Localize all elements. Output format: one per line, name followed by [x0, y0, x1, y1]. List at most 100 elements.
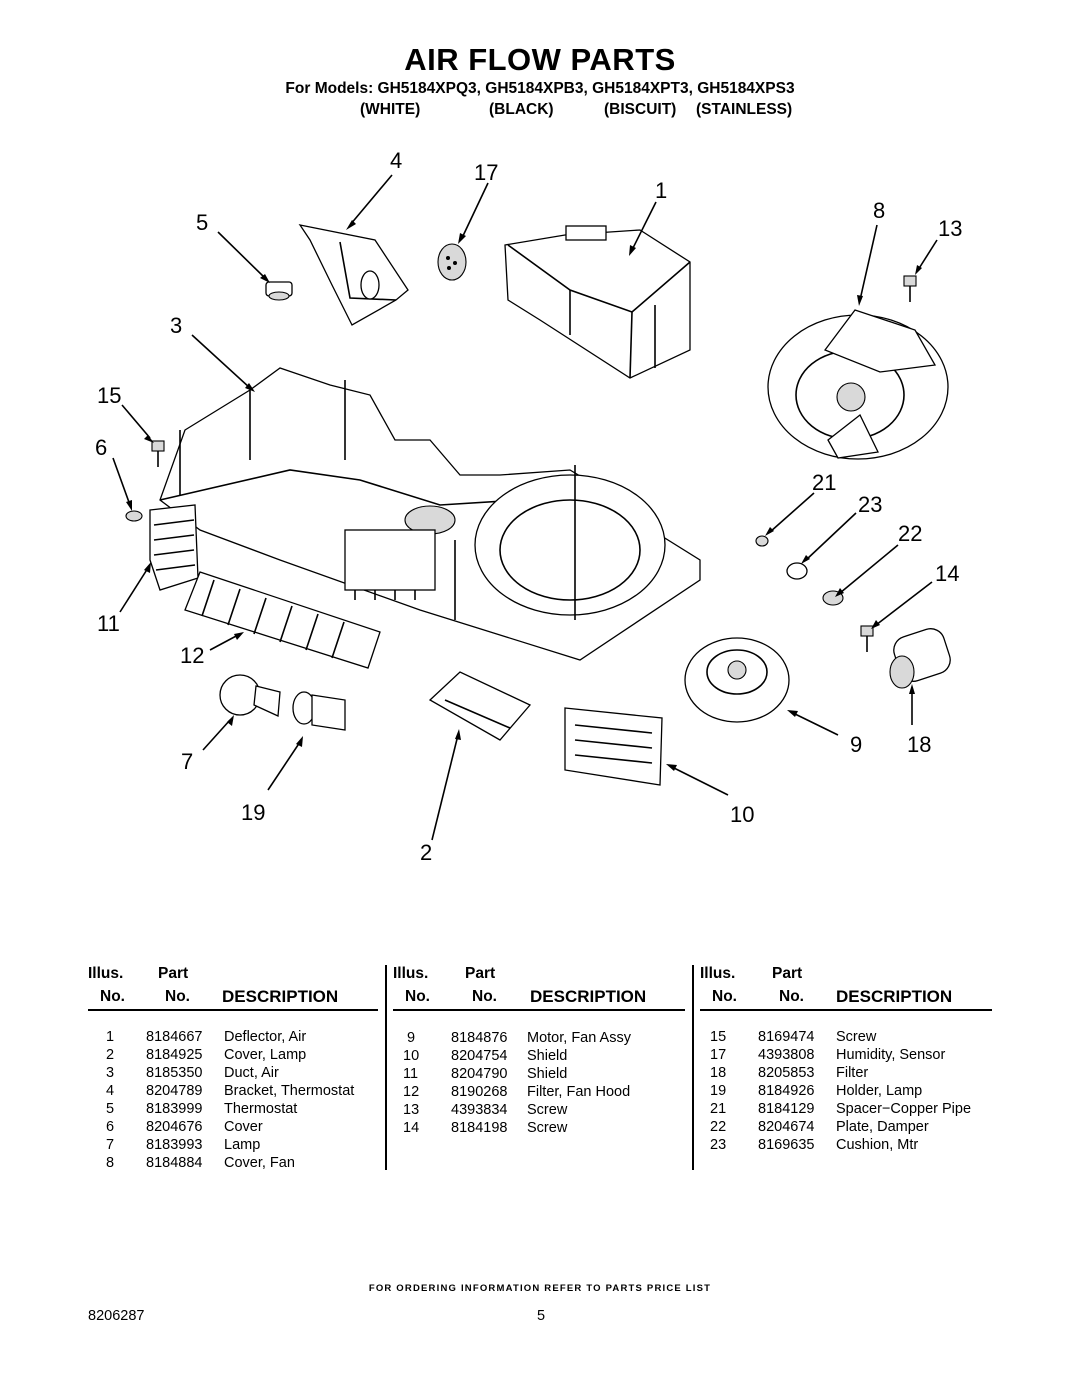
- table-row: 18 8205853 Filter: [700, 1065, 995, 1083]
- description: Filter, Fan Hood: [527, 1084, 631, 1100]
- table-row: 8 8184884 Cover, Fan: [88, 1155, 383, 1173]
- header-part-2: Part: [465, 965, 496, 982]
- illus-no: 23: [710, 1137, 727, 1153]
- part-no: 8204790: [451, 1066, 508, 1082]
- callout-17: 17: [474, 160, 498, 185]
- illus-no: 10: [403, 1048, 420, 1064]
- table-row: 12 8190268 Filter, Fan Hood: [393, 1084, 688, 1102]
- part-shield-11: [149, 504, 199, 591]
- table-row: 14 8184198 Screw: [393, 1120, 688, 1138]
- callout-14: 14: [935, 561, 959, 586]
- part-no: 8169635: [758, 1137, 815, 1153]
- table-row: 22 8204674 Plate, Damper: [700, 1119, 995, 1137]
- table-row: 3 8185350 Duct, Air: [88, 1065, 383, 1083]
- part-no: 8184198: [451, 1120, 508, 1136]
- table-row: 11 8204790 Shield: [393, 1066, 688, 1084]
- page-number: 5: [537, 1308, 546, 1324]
- header-no-3a: No.: [712, 988, 737, 1005]
- callout-15: 15: [97, 383, 121, 408]
- part-no: 8204674: [758, 1119, 815, 1135]
- header-rule-3: [700, 1009, 992, 1011]
- models-line: For Models: GH5184XPQ3, GH5184XPB3, GH51…: [285, 80, 795, 97]
- illus-no: 15: [710, 1029, 727, 1045]
- part-no: 8190268: [451, 1084, 508, 1100]
- callout-8: 8: [873, 198, 885, 223]
- description: Bracket, Thermostat: [224, 1083, 355, 1099]
- description: Motor, Fan Assy: [527, 1030, 631, 1046]
- part-no: 4393834: [451, 1102, 508, 1118]
- callout-5: 5: [196, 210, 208, 235]
- header-rule-1: [88, 1009, 378, 1011]
- illus-no: 6: [106, 1119, 115, 1135]
- column-divider-1: [385, 965, 387, 1170]
- table-row: 13 4393834 Screw: [393, 1102, 688, 1120]
- part-no: 8184925: [146, 1047, 203, 1063]
- callout-13: 13: [938, 216, 962, 241]
- column-divider-2: [692, 965, 694, 1170]
- callout-19: 19: [241, 800, 265, 825]
- header-no-2a: No.: [405, 988, 430, 1005]
- part-spacer-copper-pipe: [755, 535, 769, 547]
- table-row: 15 8169474 Screw: [700, 1029, 995, 1047]
- color-stainless: (STAINLESS): [696, 101, 793, 118]
- callout-9: 9: [850, 732, 862, 757]
- part-no: 8183993: [146, 1137, 203, 1153]
- description: Holder, Lamp: [836, 1083, 923, 1099]
- part-no: 8185350: [146, 1065, 203, 1081]
- illus-no: 9: [407, 1030, 416, 1046]
- illus-no: 3: [106, 1065, 115, 1081]
- illus-no: 7: [106, 1137, 115, 1153]
- header-illus-3: Illus.: [700, 965, 736, 982]
- illus-no: 12: [403, 1084, 420, 1100]
- part-no: 8184667: [146, 1029, 203, 1045]
- part-lamp: [219, 674, 281, 717]
- table-row: 2 8184925 Cover, Lamp: [88, 1047, 383, 1065]
- description: Humidity, Sensor: [836, 1047, 946, 1063]
- description: Duct, Air: [224, 1065, 279, 1081]
- document-number: 8206287: [88, 1308, 145, 1324]
- part-lamp-holder: [292, 691, 346, 731]
- callout-12: 12: [180, 643, 204, 668]
- illus-no: 4: [106, 1083, 115, 1099]
- header-no-3b: No.: [779, 988, 804, 1005]
- part-no: 8204789: [146, 1083, 203, 1099]
- illus-no: 19: [710, 1083, 727, 1099]
- table-row: 1 8184667 Deflector, Air: [88, 1029, 383, 1047]
- illus-no: 18: [710, 1065, 727, 1081]
- description: Screw: [527, 1120, 568, 1136]
- description: Cover, Fan: [224, 1155, 295, 1171]
- part-fan-cover: [767, 309, 949, 460]
- illus-no: 11: [403, 1066, 419, 1082]
- table-row: 4 8204789 Bracket, Thermostat: [88, 1083, 383, 1101]
- illus-no: 5: [106, 1101, 115, 1117]
- callout-11: 11: [97, 611, 120, 636]
- table-row: 6 8204676 Cover: [88, 1119, 383, 1137]
- color-biscuit: (BISCUIT): [604, 101, 677, 118]
- part-no: 8184926: [758, 1083, 815, 1099]
- description: Shield: [527, 1048, 568, 1064]
- illus-no: 17: [710, 1047, 727, 1063]
- part-no: 8205853: [758, 1065, 815, 1081]
- illus-no: 14: [403, 1120, 420, 1136]
- part-cover-6: [125, 510, 143, 522]
- table-row: 7 8183993 Lamp: [88, 1137, 383, 1155]
- callout-1: 1: [655, 178, 667, 203]
- part-lamp-cover: [428, 671, 532, 741]
- part-bracket-thermostat: [298, 224, 409, 326]
- callout-10: 10: [730, 802, 754, 827]
- part-screw-14: [860, 625, 874, 652]
- part-thermostat: [265, 281, 293, 301]
- illus-no: 8: [106, 1155, 115, 1171]
- part-no: 8184129: [758, 1101, 815, 1117]
- part-no: 8204754: [451, 1048, 508, 1064]
- description: Cover: [224, 1119, 263, 1135]
- illus-no: 2: [106, 1047, 115, 1063]
- part-no: 8184876: [451, 1030, 508, 1046]
- part-filter-fan-hood: [184, 571, 381, 669]
- part-no: 4393808: [758, 1047, 815, 1063]
- part-cushion-mtr: [786, 562, 808, 580]
- callout-2: 2: [420, 840, 432, 865]
- part-filter-18: [889, 628, 951, 689]
- page-title: AIR FLOW PARTS: [404, 42, 676, 77]
- color-white: (WHITE): [360, 101, 421, 118]
